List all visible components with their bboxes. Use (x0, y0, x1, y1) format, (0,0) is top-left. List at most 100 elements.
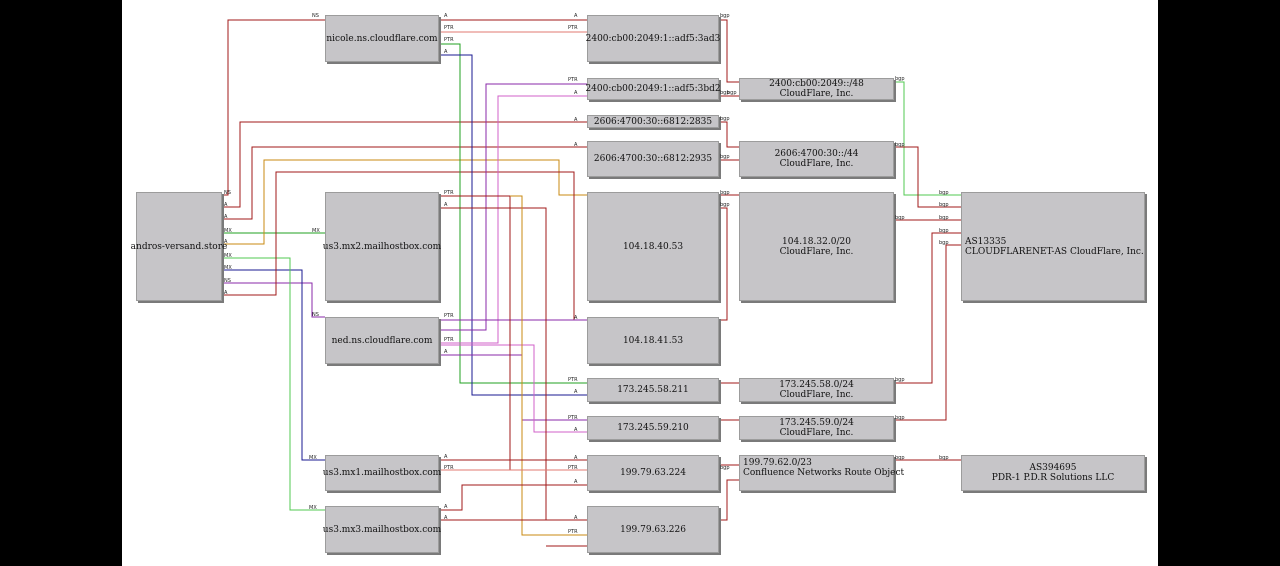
node-ip-2606-2835[interactable]: 2606:4700:30::6812:2835 (587, 115, 719, 128)
node-label: nicole.ns.cloudflare.com (326, 33, 438, 44)
node-label: 2606:4700:30::6812:2935 (593, 154, 713, 164)
node-nicole-ns[interactable]: nicole.ns.cloudflare.com (325, 15, 439, 62)
edge-label-ptr: PTR (568, 25, 578, 31)
node-us3-mx1[interactable]: us3.mx1.mailhostbox.com (322, 455, 442, 491)
edge-label-a: A (574, 315, 578, 321)
edge-line-40 (894, 244, 961, 421)
edge-label-bgp: bgp (939, 202, 949, 208)
edge-label-ptr: PTR (568, 465, 578, 471)
edge-label-mx: MX (224, 265, 232, 271)
edge-label-bgp: bgp (939, 240, 949, 246)
edge-label-ptr: PTR (568, 529, 578, 535)
edge-label-a: A (444, 13, 448, 19)
edge-label-a: A (444, 454, 448, 460)
edge-label-bgp: bgp (939, 228, 949, 234)
edge-label-a: A (224, 239, 228, 245)
node-label: 104.18.41.53 (622, 335, 684, 346)
node-label: 199.79.62.0/23 Confluence Networks Route… (743, 458, 905, 478)
edge-label-ns: NS (312, 312, 319, 318)
edge-line-37 (894, 146, 961, 208)
node-ip-173-245-59-210[interactable]: 173.245.59.210 (587, 416, 719, 440)
node-label: 199.79.63.224 (620, 468, 686, 478)
node-andros-versand-store[interactable]: andros-versand.store (131, 192, 227, 301)
node-net-173-245-59-0[interactable]: 173.245.59.0/24 CloudFlare, Inc. (739, 416, 894, 440)
node-label: 173.245.59.210 (617, 423, 689, 433)
node-ip-104-18-41-53[interactable]: 104.18.41.53 (587, 317, 719, 364)
edge-label-a: A (574, 90, 578, 96)
node-us3-mx2[interactable]: us3.mx2.mailhostbox.com (322, 192, 442, 301)
edge-label-a: A (574, 515, 578, 521)
node-ip-104-18-40-53[interactable]: 104.18.40.53 (587, 192, 719, 301)
diagram-canvas: andros-versand.store nicole.ns.cloudflar… (122, 0, 1158, 566)
node-label: 104.18.40.53 (622, 241, 684, 252)
edge-label-ns: NS (224, 278, 231, 284)
edge-label-bgp: bgp (727, 90, 737, 96)
node-label: ned.ns.cloudflare.com (331, 335, 433, 346)
edge-label-bgp: bgp (939, 215, 949, 221)
edge-label-mx: MX (224, 228, 232, 234)
node-label: 2606:4700:30::/44 CloudFlare, Inc. (774, 149, 859, 169)
node-label: 199.79.63.226 (620, 524, 686, 535)
edge-line-35 (719, 479, 739, 521)
edge-line-14 (439, 95, 587, 344)
edge-label-bgp: bgp (939, 190, 949, 196)
node-label: us3.mx2.mailhostbox.com (322, 241, 442, 252)
edge-label-a: A (444, 504, 448, 510)
node-ip-173-245-58-211[interactable]: 173.245.58.211 (587, 378, 719, 402)
node-label: 2400:cb00:2049::/48 CloudFlare, Inc. (769, 79, 864, 99)
edge-label-a: A (574, 479, 578, 485)
node-net-199-79-62-0[interactable]: 199.79.62.0/23 Confluence Networks Route… (739, 455, 904, 491)
edge-label-bgp: bgp (895, 377, 905, 383)
edge-label-bgp: bgp (720, 190, 730, 196)
edge-line-39 (894, 232, 961, 384)
edge-line-7 (222, 159, 587, 245)
edge-label-bgp: bgp (720, 90, 730, 96)
node-net-173-245-58-0[interactable]: 173.245.58.0/24 CloudFlare, Inc. (739, 378, 894, 402)
edge-line-13 (439, 83, 587, 331)
node-net-2400-48[interactable]: 2400:cb00:2049::/48 CloudFlare, Inc. (739, 78, 894, 100)
edge-label-mx: MX (312, 228, 320, 234)
node-as13335[interactable]: AS13335 CLOUDFLARENET-AS CloudFlare, Inc… (961, 192, 1145, 301)
edge-label-ptr: PTR (444, 190, 454, 196)
node-label: 173.245.59.0/24 CloudFlare, Inc. (779, 418, 854, 438)
edge-line-19 (439, 207, 587, 521)
node-net-2606-44[interactable]: 2606:4700:30::/44 CloudFlare, Inc. (739, 141, 894, 177)
node-ip-2400-3bd2[interactable]: 2400:cb00:2049:1::adf5:3bd2 (585, 78, 721, 100)
edge-line-16 (439, 354, 587, 421)
edge-label-ptr: PTR (444, 37, 454, 43)
edge-line-26 (719, 19, 739, 83)
node-us3-mx3[interactable]: us3.mx3.mailhostbox.com (323, 506, 441, 553)
node-label: 173.245.58.0/24 CloudFlare, Inc. (779, 380, 854, 400)
edge-label-a: A (574, 455, 578, 461)
edge-label-a: A (574, 142, 578, 148)
edge-line-0 (222, 19, 325, 196)
node-as394695[interactable]: AS394695 PDR-1 P.D.R Solutions LLC (961, 455, 1145, 491)
node-ip-199-79-63-226[interactable]: 199.79.63.226 (587, 506, 719, 553)
edge-line-18 (439, 195, 587, 471)
node-label: us3.mx1.mailhostbox.com (322, 468, 442, 478)
node-label: 104.18.32.0/20 CloudFlare, Inc. (779, 236, 854, 257)
node-ip-199-79-63-224[interactable]: 199.79.63.224 (587, 455, 719, 491)
edge-line-23 (439, 484, 587, 511)
node-ip-2606-2935[interactable]: 2606:4700:30::6812:2935 (587, 141, 719, 177)
edge-label-bgp: bgp (720, 116, 730, 122)
edge-label-ns: NS (224, 190, 231, 196)
edge-label-a: A (574, 427, 578, 433)
edge-line-4 (222, 257, 325, 511)
edge-label-a: A (574, 389, 578, 395)
edge-label-a: A (444, 202, 448, 208)
edge-line-36 (894, 81, 961, 196)
edge-label-ns: NS (312, 13, 319, 19)
edge-label-bgp: bgp (895, 76, 905, 82)
node-ned-ns[interactable]: ned.ns.cloudflare.com (325, 317, 439, 364)
edge-label-mx: MX (309, 455, 317, 461)
edge-line-11 (439, 43, 587, 384)
edge-label-a: A (444, 515, 448, 521)
node-label: 2400:cb00:2049:1::adf5:3ad3 (585, 33, 721, 44)
node-ip-2400-3ad3[interactable]: 2400:cb00:2049:1::adf5:3ad3 (585, 15, 721, 62)
node-net-104-18-32-0[interactable]: 104.18.32.0/20 CloudFlare, Inc. (739, 192, 894, 301)
edges-layer (222, 19, 961, 547)
edge-label-bgp: bgp (720, 13, 730, 19)
node-label: 2606:4700:30::6812:2835 (593, 116, 713, 127)
edge-line-31 (719, 207, 728, 321)
